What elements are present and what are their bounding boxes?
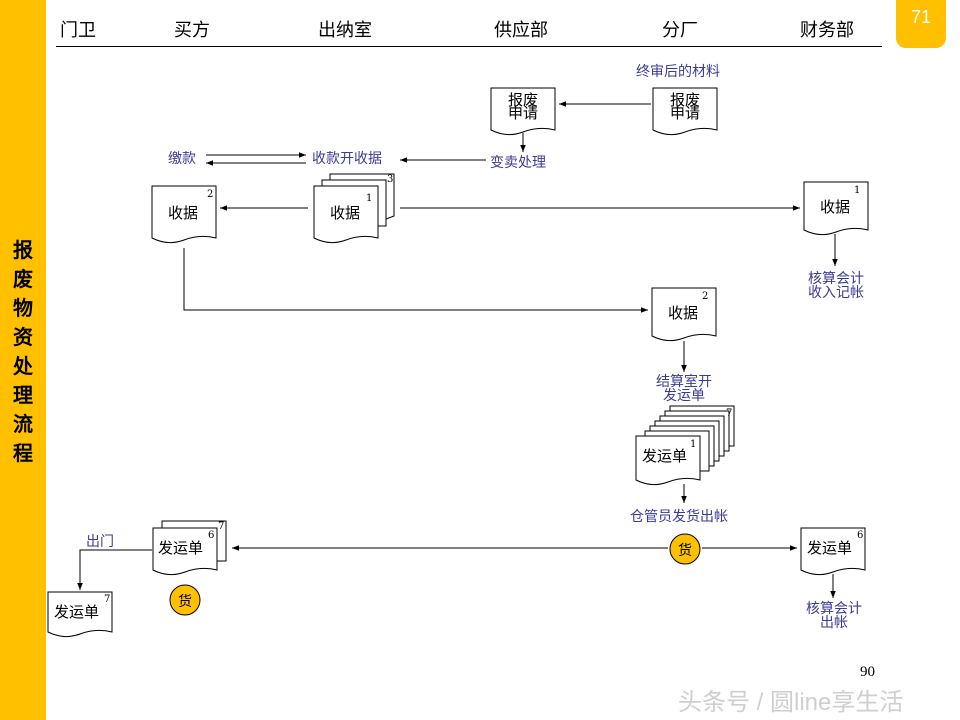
doc-shape-receipt-finance: [803, 181, 869, 236]
label-exit-gate: 出门: [86, 534, 114, 550]
doc-receipt-factory: 收据: [668, 304, 699, 322]
doc-shape-scrap-req-1: [490, 87, 556, 136]
doc-receipt-factory-copy: 2: [702, 291, 709, 302]
doc-shape-waybill-finance: [800, 527, 866, 576]
label-pay: 缴款: [168, 151, 196, 167]
doc-waybill-buyer: 发运单: [158, 539, 204, 557]
label-issue-receipt: 收款开收据: [312, 151, 382, 167]
sidebar: 报 废 物 资 处 理 流 程: [0, 0, 46, 720]
doc-receipt-cashier: 收据: [330, 204, 361, 222]
label-warehouse-ship: 仓管员发货出帐: [630, 509, 728, 525]
label-acct-out: 核算会计 出帐: [806, 601, 862, 631]
label-final-materials: 终审后的材料: [636, 64, 720, 80]
column-header-cashier: 出纳室: [318, 20, 372, 41]
label-settle-issue: 结算室开 发运单: [656, 374, 712, 404]
column-header-supply: 供应部: [494, 20, 548, 41]
arrow-buyer-to-factory: [183, 248, 648, 313]
doc-scrap-request-supply: 报废 申请: [507, 91, 538, 122]
doc-receipt-cashier-copy: 1: [366, 193, 373, 204]
slide-badge: 71: [896, 0, 946, 48]
doc-waybill-finance: 发运单: [807, 539, 853, 557]
goods-marker-buyer: [169, 584, 201, 616]
header-divider: [56, 46, 882, 47]
doc-receipt-buyer: 收据: [168, 204, 199, 222]
goods-label-shipping: 货: [678, 543, 692, 559]
doc-receipt-finance: 收据: [820, 198, 851, 216]
doc-shape-receipt-factory: [651, 287, 717, 342]
doc-shape-scrap-req-2: [652, 87, 718, 136]
watermark: 头条号 / 圆line享生活: [678, 689, 904, 716]
doc-shape-waybill-stack: [635, 435, 701, 486]
label-acct-income: 核算会计 收入记帐: [808, 271, 864, 301]
column-header-finance: 财务部: [800, 20, 854, 41]
arrow-buyer-to-gate: [77, 549, 152, 590]
doc-waybill-stack-copy: 1: [690, 439, 697, 450]
page-number: 90: [860, 664, 875, 680]
sidebar-title: 报 废 物 资 处 理 流 程: [13, 238, 33, 465]
doc-receipt-finance-copy: 1: [854, 185, 861, 196]
doc-receipt-buyer-copy: 2: [207, 189, 214, 200]
doc-scrap-request-factory: 报废 申请: [669, 91, 700, 122]
goods-marker-shipping: [669, 533, 701, 565]
doc-receipt-cashier-count: 3: [387, 174, 394, 185]
column-header-factory: 分厂: [662, 20, 698, 41]
goods-label-buyer: 货: [178, 594, 192, 610]
doc-waybill-buyer-count: 7: [218, 521, 225, 532]
doc-shape-receipt-cashier: [313, 185, 379, 244]
doc-waybill-stack: 发运单: [642, 447, 688, 465]
doc-waybill-buyer-copy: 6: [208, 530, 215, 541]
doc-shape-receipt-buyer: [151, 185, 217, 244]
doc-waybill-finance-copy: 6: [857, 530, 864, 541]
label-change-sale: 变卖处理: [490, 155, 546, 171]
column-header-buyer: 买方: [174, 20, 210, 41]
column-header-gate: 门卫: [60, 20, 96, 41]
doc-waybill-stack-count: 7: [726, 408, 733, 419]
doc-shape-waybill-gate: [47, 591, 113, 638]
doc-waybill-gate: 发运单: [54, 603, 100, 621]
doc-waybill-gate-copy: 7: [104, 594, 111, 605]
doc-shape-waybill-buyer: [152, 527, 218, 576]
